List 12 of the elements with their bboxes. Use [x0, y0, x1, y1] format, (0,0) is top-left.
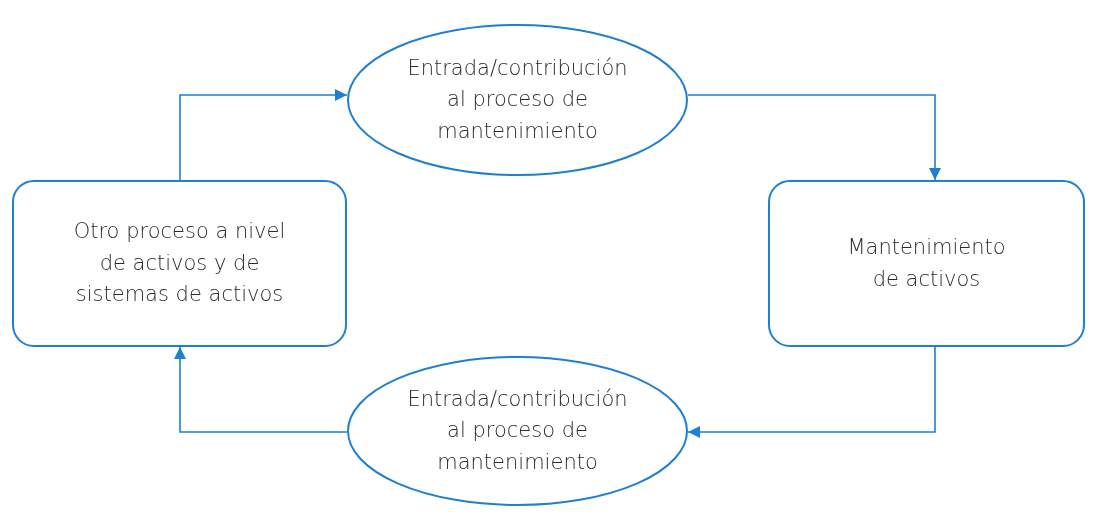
process-box: [768, 180, 1085, 347]
ellipse-node: [347, 356, 688, 506]
node-text: Entrada/contribución al proceso de mantenimiento: [407, 385, 628, 476]
node-text: Otro proceso a nivel de activos y de sistemas de activos: [72, 218, 287, 309]
ellipse-node: [347, 24, 688, 176]
arrow: [174, 346, 348, 433]
arrow: [179, 89, 348, 181]
arrow: [687, 94, 941, 181]
node-text: Mantenimiento de activos: [846, 234, 1007, 293]
arrow: [687, 346, 936, 438]
process-box: [12, 180, 347, 347]
node-text: Entrada/contribución al proceso de mantenimiento: [407, 54, 628, 145]
